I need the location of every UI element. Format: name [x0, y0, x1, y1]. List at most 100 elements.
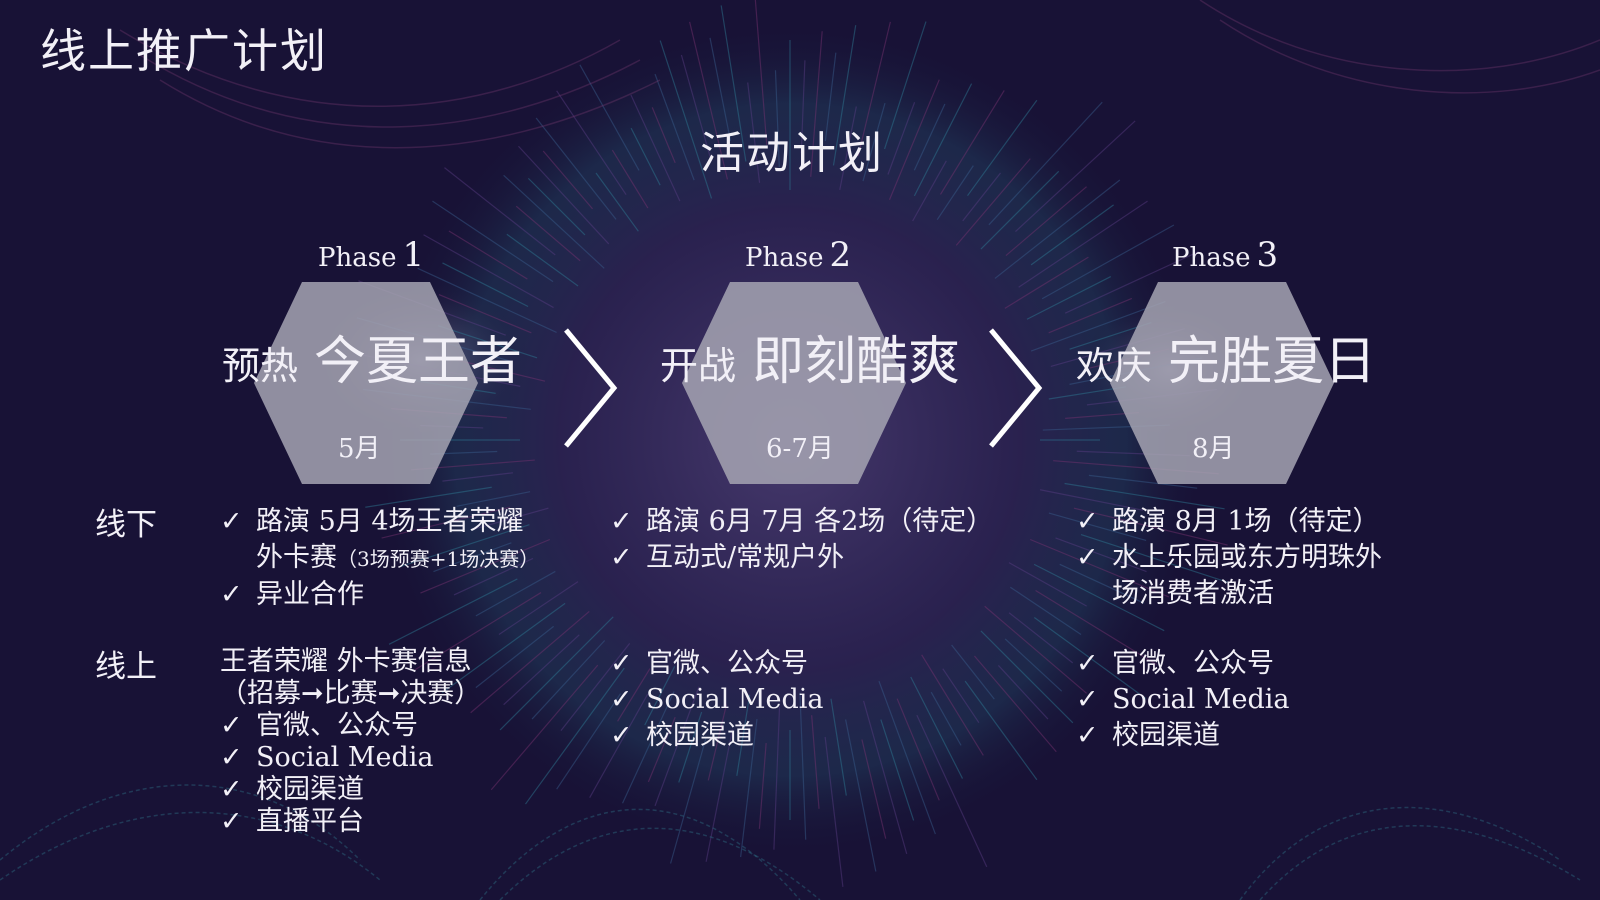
burst-line: [417, 267, 557, 333]
list-item: ✓校园渠道: [1076, 718, 1289, 754]
burst-line: [1073, 507, 1228, 546]
burst-line: [736, 694, 751, 776]
section-title: 活动计划: [700, 128, 884, 179]
burst-line: [556, 693, 622, 790]
burst-line: [707, 704, 728, 781]
burst-line: [423, 234, 554, 309]
burst-line: [659, 40, 713, 199]
burst-line: [832, 25, 857, 166]
offline-phase-1-list: ✓路演 5月 4场王者荣耀 外卡赛（3场预赛+1场决赛） ✓异业合作: [220, 504, 539, 613]
burst-line: [678, 711, 703, 783]
burst-line: [444, 167, 556, 256]
burst-line: [845, 719, 877, 872]
burst-line: [758, 743, 767, 829]
offline-phase-3-list: ✓路演 8月 1场（待定） ✓水上乐园或东方明珠外 场消费者激活: [1076, 504, 1382, 612]
burst-line: [1059, 563, 1145, 604]
burst-line: [589, 693, 649, 799]
burst-line: [824, 52, 837, 142]
phase-3-word: Phase: [1172, 243, 1251, 273]
burst-line: [1039, 489, 1144, 511]
burst-line: [880, 719, 915, 821]
check-icon: ✓: [1076, 542, 1099, 573]
burst-line: [883, 21, 927, 150]
burst-line: [910, 676, 964, 779]
burst-line: [830, 698, 847, 796]
burst-line: [951, 644, 995, 700]
burst-line: [913, 83, 973, 197]
burst-line: [800, 60, 806, 154]
burst-line: [1004, 638, 1063, 692]
burst-line: [689, 21, 729, 180]
burst-line: [994, 179, 1121, 279]
burst-line: [456, 491, 531, 507]
burst-line: [556, 90, 627, 196]
list-item: 场消费者激活: [1112, 578, 1274, 609]
burst-line: [542, 150, 594, 210]
row-label-offline: 线下: [95, 507, 157, 543]
list-item: ✓路演 6月 7月 各2场（待定）: [610, 504, 993, 540]
burst-line: [527, 177, 586, 236]
burst-line: [499, 616, 614, 731]
list-item: ✓异业合作: [220, 577, 539, 613]
burst-line: [453, 557, 534, 596]
list-item: ✓校园渠道: [220, 774, 364, 805]
burst-line: [433, 542, 512, 573]
burst-line: [939, 90, 1005, 195]
burst-line: [1030, 300, 1166, 352]
burst-line: [810, 31, 823, 177]
burst-line: [525, 667, 625, 805]
chevron-right-icon: [564, 328, 618, 448]
phase-1-stage-small: 预热: [222, 344, 299, 388]
burst-line: [441, 602, 566, 694]
burst-line: [647, 716, 676, 783]
burst-line: [773, 706, 781, 850]
check-icon: ✓: [1076, 720, 1099, 751]
burst-line: [740, 718, 758, 858]
burst-line: [630, 94, 681, 202]
phase-3-stage-small: 欢庆: [1076, 344, 1153, 388]
burst-line: [1018, 200, 1148, 288]
burst-line: [839, 106, 857, 191]
burst-line: [381, 506, 511, 539]
burst-line: [705, 729, 734, 862]
phase-1-hexagon: [254, 282, 478, 484]
list-item: ✓路演 5月 4场王者荣耀: [220, 504, 539, 540]
burst-line: [980, 630, 1074, 724]
burst-line: [1004, 256, 1089, 309]
burst-line: [942, 668, 980, 724]
burst-line: [442, 472, 514, 482]
burst-line: [936, 165, 974, 220]
burst-line: [811, 715, 820, 809]
phase-2-number: 2: [829, 235, 852, 275]
phase-1-number: 1: [402, 235, 425, 275]
burst-line: [472, 507, 549, 531]
list-item: ✓校园渠道: [610, 718, 823, 754]
burst-line: [1008, 562, 1087, 607]
online-phase-2-list: ✓官微、公众号 ✓Social Media ✓校园渠道: [610, 646, 823, 754]
burst-line: [824, 736, 844, 887]
phase-3-number: 3: [1256, 235, 1279, 275]
burst-line: [518, 145, 610, 245]
burst-line: [515, 205, 581, 262]
burst-line: [1064, 482, 1225, 510]
phase-2-word: Phase: [745, 243, 824, 273]
burst-line: [438, 294, 532, 334]
burst-line: [1041, 224, 1175, 300]
online-phase-3-list: ✓官微、公众号 ✓Social Media ✓校园渠道: [1076, 646, 1289, 754]
check-icon: ✓: [220, 710, 243, 741]
slide-title: 线上推广计划: [40, 24, 328, 78]
check-icon: ✓: [1076, 684, 1099, 715]
burst-line: [388, 578, 518, 645]
burst-line: [503, 174, 605, 269]
burst-line: [896, 698, 940, 801]
list-item: ✓直播平台: [220, 806, 364, 837]
burst-line: [912, 160, 947, 222]
burst-line: [930, 691, 962, 746]
burst-line: [980, 170, 1060, 250]
burst-line: [475, 625, 554, 689]
burst-line: [414, 592, 542, 671]
list-item: ✓官微、公众号: [220, 710, 418, 741]
check-icon: ✓: [220, 742, 243, 773]
